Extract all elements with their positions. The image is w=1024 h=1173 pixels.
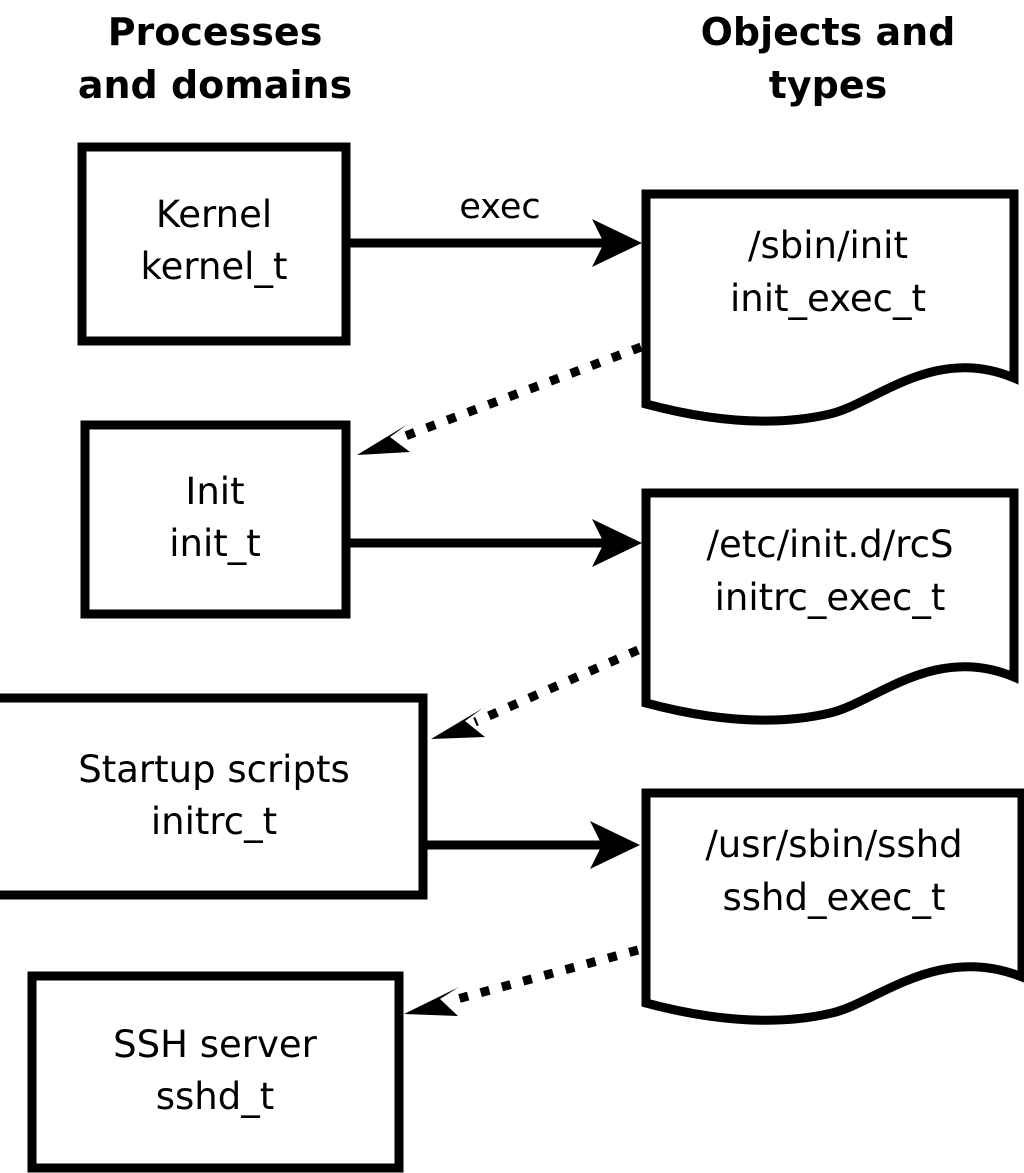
object-node-init-exec[interactable]: /sbin/init init_exec_t bbox=[641, 189, 1019, 426]
header-objects-line2: types bbox=[769, 63, 888, 107]
edge-line-initrc-exec-to-initrc bbox=[473, 645, 640, 727]
arrowhead-sshd-exec-to-sshd bbox=[404, 987, 459, 1016]
process-node-sshd-type: sshd_t bbox=[156, 1075, 275, 1118]
process-node-initrc[interactable]: Startup scripts initrc_t bbox=[0, 693, 428, 900]
object-node-initrc-exec-path: /etc/init.d/rcS bbox=[706, 523, 953, 566]
object-node-initrc-exec-type: initrc_exec_t bbox=[715, 576, 946, 619]
edge-label-exec: exec bbox=[459, 187, 540, 227]
edge-initrc-exec-to-initrc bbox=[431, 645, 640, 739]
process-node-kernel-type: kernel_t bbox=[141, 245, 288, 288]
edge-initrc-exec-sshd-exec bbox=[427, 821, 640, 869]
edge-sshd-exec-to-sshd bbox=[404, 945, 640, 1016]
process-node-initrc-box[interactable] bbox=[0, 693, 428, 900]
process-node-sshd[interactable]: SSH server sshd_t bbox=[27, 971, 404, 1173]
object-node-initrc-exec[interactable]: /etc/init.d/rcS initrc_exec_t bbox=[641, 488, 1019, 725]
process-node-kernel[interactable]: Kernel kernel_t bbox=[77, 142, 351, 346]
process-node-init-box[interactable] bbox=[80, 420, 351, 619]
process-node-sshd-name: SSH server bbox=[113, 1023, 317, 1066]
header-objects-line1: Objects and bbox=[701, 10, 956, 54]
edge-line-sshd-exec-to-sshd bbox=[448, 945, 640, 1006]
process-node-kernel-box[interactable] bbox=[77, 142, 351, 346]
header-processes-line1: Processes bbox=[108, 10, 323, 54]
process-node-initrc-name: Startup scripts bbox=[78, 748, 349, 791]
arrowhead-initrc-exec-to-initrc bbox=[431, 708, 485, 739]
process-node-init[interactable]: Init init_t bbox=[80, 420, 351, 619]
object-node-init-exec-doc[interactable] bbox=[641, 189, 1019, 426]
object-node-sshd-exec-doc[interactable] bbox=[641, 788, 1024, 1025]
object-node-sshd-exec[interactable]: /usr/sbin/sshd sshd_exec_t bbox=[641, 788, 1024, 1025]
edge-line-init-exec-to-init bbox=[398, 342, 643, 443]
arrowhead-exec bbox=[592, 219, 642, 267]
arrowhead-init-to-initrc-exec bbox=[592, 519, 642, 567]
header-processes-line2: and domains bbox=[78, 63, 352, 107]
object-node-init-exec-path: /sbin/init bbox=[748, 224, 908, 267]
arrowhead-init-exec-to-init bbox=[357, 424, 410, 455]
edge-init-exec-initrc-exec bbox=[350, 519, 642, 567]
edge-kernel-exec-init-exec: exec bbox=[350, 187, 642, 267]
process-node-sshd-box[interactable] bbox=[27, 971, 404, 1173]
object-node-init-exec-type: init_exec_t bbox=[730, 277, 926, 320]
arrowhead-initrc-to-sshd-exec bbox=[590, 821, 640, 869]
process-node-init-type: init_t bbox=[169, 522, 261, 565]
process-node-init-name: Init bbox=[185, 470, 244, 513]
object-node-sshd-exec-type: sshd_exec_t bbox=[723, 876, 946, 919]
object-node-sshd-exec-path: /usr/sbin/sshd bbox=[705, 823, 962, 866]
object-node-initrc-exec-doc[interactable] bbox=[641, 488, 1019, 725]
column-header-objects: Objects and types bbox=[701, 10, 956, 107]
edge-init-exec-to-init bbox=[357, 342, 643, 455]
column-header-processes: Processes and domains bbox=[78, 10, 352, 107]
process-node-initrc-type: initrc_t bbox=[151, 800, 277, 843]
process-node-kernel-name: Kernel bbox=[156, 193, 272, 236]
